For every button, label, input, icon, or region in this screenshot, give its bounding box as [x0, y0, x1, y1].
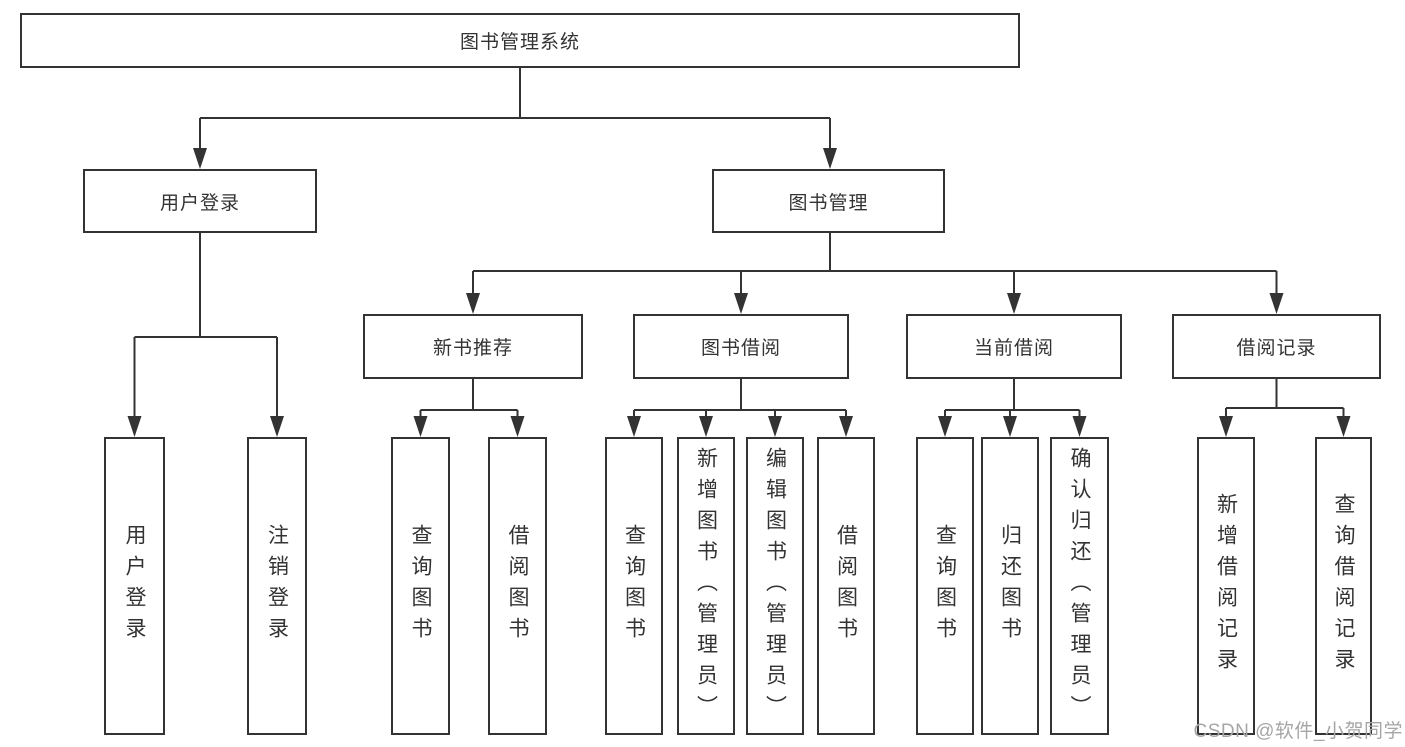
node-label: 图书管理系统	[459, 32, 580, 53]
node-leaf-borrow-books-1: 借阅图书	[488, 437, 547, 735]
node-label: 编辑图书（管理员）	[763, 446, 787, 726]
node-label: 图书管理	[788, 192, 869, 214]
node-leaf-add-books-admin: 新增图书（管理员）	[677, 437, 735, 735]
node-label: 用户登录	[159, 192, 240, 214]
node-label: 借阅图书	[506, 524, 529, 648]
node-leaf-query-books-2: 查询图书	[605, 437, 663, 735]
node-leaf-add-borrow-record: 新增借阅记录	[1197, 437, 1255, 735]
node-label: 确认归还（管理员）	[1068, 446, 1091, 726]
node-book-management: 图书管理	[712, 169, 945, 233]
node-leaf-user-login: 用户登录	[104, 437, 165, 735]
node-new-book-recommend: 新书推荐	[363, 314, 583, 379]
node-leaf-query-books-3: 查询图书	[916, 437, 974, 735]
node-label: 查询借阅记录	[1332, 493, 1355, 679]
node-leaf-confirm-return-admin: 确认归还（管理员）	[1050, 437, 1109, 735]
node-leaf-return-books: 归还图书	[981, 437, 1039, 735]
node-label: 借阅记录	[1236, 338, 1317, 359]
node-label: 注销登录	[265, 524, 289, 648]
node-current-borrowing: 当前借阅	[906, 314, 1122, 379]
node-label: 归还图书	[998, 524, 1022, 648]
node-user-login: 用户登录	[83, 169, 317, 233]
node-leaf-edit-books-admin: 编辑图书（管理员）	[746, 437, 804, 735]
node-library-management-system: 图书管理系统	[20, 13, 1020, 68]
node-label: 查询图书	[933, 524, 957, 648]
node-label: 查询图书	[622, 524, 646, 648]
node-label: 图书借阅	[700, 338, 781, 359]
node-book-borrowing: 图书借阅	[633, 314, 849, 379]
watermark: CSDN @软件_小贺同学	[1193, 721, 1403, 742]
node-leaf-query-books-1: 查询图书	[391, 437, 450, 735]
node-leaf-logout: 注销登录	[247, 437, 307, 735]
node-label: 借阅图书	[834, 524, 858, 648]
node-label: 新书推荐	[432, 338, 513, 359]
node-label: 当前借阅	[973, 338, 1054, 359]
node-label: 查询图书	[409, 524, 432, 648]
node-label: 新增图书（管理员）	[694, 446, 718, 726]
node-leaf-query-borrow-record: 查询借阅记录	[1315, 437, 1372, 735]
node-borrow-records: 借阅记录	[1172, 314, 1381, 379]
node-label: 用户登录	[123, 524, 146, 648]
node-leaf-borrow-books-2: 借阅图书	[817, 437, 875, 735]
node-label: 新增借阅记录	[1214, 493, 1238, 679]
